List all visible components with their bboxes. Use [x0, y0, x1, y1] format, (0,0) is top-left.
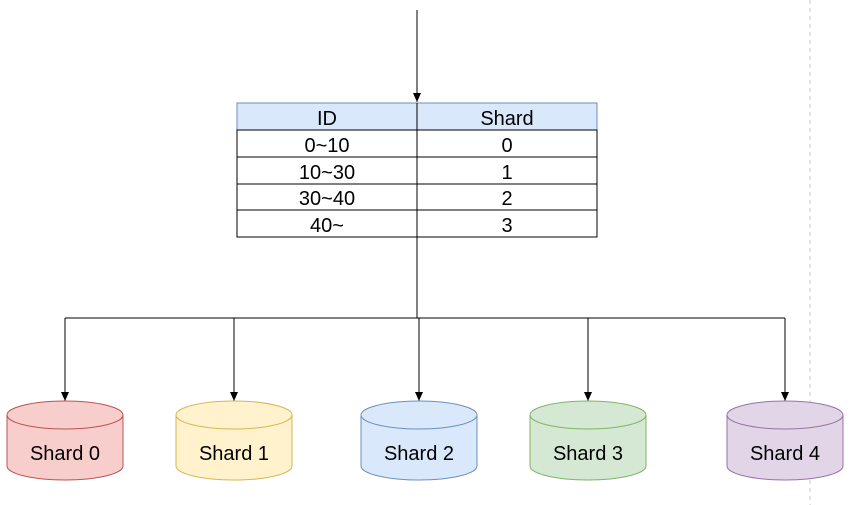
table-cell-id: 0~10	[304, 135, 349, 157]
shard-4-database: Shard 4	[726, 400, 844, 481]
table-cell-shard: 2	[501, 188, 512, 210]
shard-label: Shard 4	[750, 443, 820, 465]
table-cell-id: 40~	[310, 215, 344, 237]
table-cell-shard: 3	[501, 215, 512, 237]
shard-3-database: Shard 3	[529, 400, 647, 481]
shard-label: Shard 3	[553, 443, 623, 465]
shard-label: Shard 1	[199, 443, 269, 465]
table-cell-shard: 0	[501, 135, 512, 157]
shard-0-database: Shard 0	[6, 400, 124, 481]
shard-databases: Shard 0 Shard 1 Shard 2 Shard 3 Shard 4	[6, 400, 844, 481]
table-cell-shard: 1	[501, 162, 512, 184]
shard-2-database: Shard 2	[360, 400, 478, 481]
routing-table: ID Shard 0~10 0 10~30 1 30~40 2 40~ 3	[236, 102, 598, 238]
shard-label: Shard 2	[384, 443, 454, 465]
shard-1-database: Shard 1	[175, 400, 293, 481]
shard-label: Shard 0	[30, 443, 100, 465]
table-header-shard: Shard	[480, 108, 533, 130]
table-cell-id: 30~40	[299, 188, 355, 210]
table-cell-id: 10~30	[299, 162, 355, 184]
table-header-id: ID	[317, 108, 337, 130]
